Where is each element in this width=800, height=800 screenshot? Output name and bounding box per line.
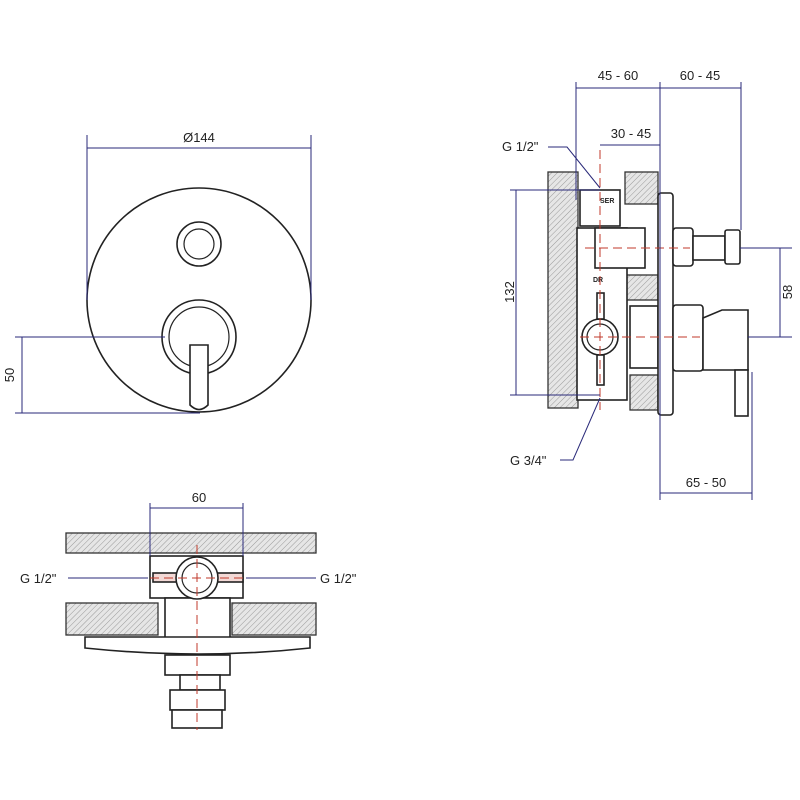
depth-label-1: 45 - 60 [598, 68, 638, 83]
mixer-handle-body [702, 309, 749, 371]
bottom-view: 60 G 1/2" G 1/2" [20, 490, 357, 730]
outlet-label: G 3/4" [510, 453, 547, 468]
spacing-label: 58 [780, 285, 795, 299]
wall-right-slab [231, 602, 317, 636]
offset-label: 50 [2, 368, 17, 382]
wall-front-mid [624, 274, 659, 301]
body-mark-ser: SER [600, 198, 614, 205]
inlet-left-label: G 1/2" [20, 571, 57, 586]
inlet-leader-line [548, 146, 601, 189]
wall-front-top [624, 171, 659, 205]
diverter-knob-inner [183, 228, 215, 260]
mixer-lever [189, 344, 209, 411]
front-view: Ø144 50 [2, 130, 312, 414]
wall-front-bottom [629, 374, 659, 411]
height-label: 132 [502, 281, 517, 303]
mixer-spindle [672, 304, 704, 372]
wall-top-slab [65, 532, 317, 554]
wall-back [547, 171, 579, 409]
depth-label-3: 30 - 45 [611, 126, 651, 141]
wall-left-slab [65, 602, 159, 636]
depth-label-2: 60 - 45 [680, 68, 720, 83]
width-label: 60 [192, 490, 206, 505]
projection-label: 65 - 50 [686, 475, 726, 490]
diverter-knob-cap [724, 229, 741, 265]
inlet-right-label: G 1/2" [320, 571, 357, 586]
body-mark-dr: DR [593, 277, 603, 284]
diameter-label: Ø144 [183, 130, 215, 145]
diverter-spindle [672, 227, 694, 267]
outlet-leader-line [560, 397, 601, 461]
spindle-mid [179, 674, 221, 691]
mixer-handle-lever [734, 369, 749, 417]
side-view: SER DR 45 - 60 60 - 45 30 - 45 132 [502, 68, 795, 500]
inlet-label: G 1/2" [502, 139, 539, 154]
diverter-rod [692, 235, 726, 261]
